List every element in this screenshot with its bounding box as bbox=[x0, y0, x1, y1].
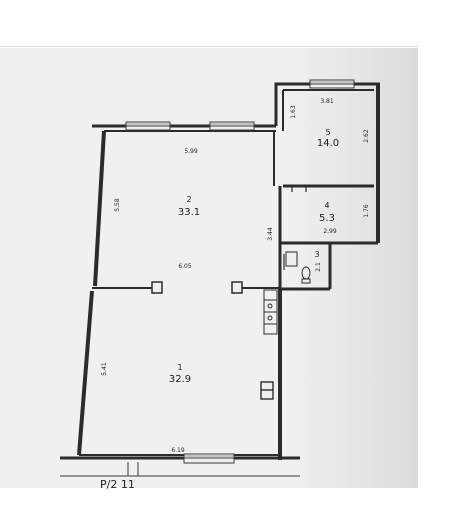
window-room5 bbox=[309, 79, 355, 89]
scan-top-edge bbox=[0, 46, 418, 47]
bottom-cut-row bbox=[60, 462, 300, 477]
dim-room5-left: 1.63 bbox=[290, 105, 297, 119]
bathroom-fixtures bbox=[285, 251, 311, 284]
window-room1 bbox=[183, 453, 235, 464]
radiator bbox=[260, 381, 274, 400]
partition-columns bbox=[151, 281, 243, 294]
room-2-area: 33.1 bbox=[178, 207, 200, 218]
column-left bbox=[151, 281, 163, 294]
room-5-number: 5 bbox=[325, 128, 330, 137]
dim-room5-right: 2.62 bbox=[363, 129, 370, 143]
dim-room2-left: 5.58 bbox=[114, 198, 121, 212]
doors bbox=[283, 186, 307, 270]
kitchen-counter bbox=[263, 289, 278, 335]
wall-room5-left bbox=[274, 82, 280, 126]
room-4-area: 5.3 bbox=[319, 213, 335, 224]
dim-room4-right: 1.76 bbox=[363, 204, 370, 218]
dim-room1-bottom: 6.19 bbox=[171, 447, 185, 454]
room-1-area: 32.9 bbox=[169, 374, 191, 385]
window-room2-left bbox=[125, 121, 171, 131]
dim-room4-bottom: 2.99 bbox=[323, 228, 337, 235]
dim-room2-top: 5.99 bbox=[184, 148, 198, 155]
dim-room1-left: 5.41 bbox=[101, 362, 108, 376]
bottom-cut-text: Р/2 11 bbox=[100, 478, 135, 491]
column-right bbox=[231, 281, 243, 294]
dim-room2-right: 3.44 bbox=[267, 227, 274, 241]
wall-room1-left bbox=[77, 290, 94, 456]
room-3-area: 2.1 bbox=[315, 262, 322, 272]
room-5-area: 14.0 bbox=[317, 138, 339, 149]
scan-shadow bbox=[290, 48, 418, 488]
washbasin bbox=[285, 251, 298, 267]
window-room2-right bbox=[209, 121, 255, 131]
toilet bbox=[301, 266, 311, 280]
room-1-number: 1 bbox=[177, 363, 182, 372]
dim-room2-bottom: 6.05 bbox=[178, 263, 192, 270]
wall-room2-left bbox=[93, 130, 106, 287]
room-2-number: 2 bbox=[186, 195, 191, 204]
room-3-number: 3 bbox=[314, 250, 319, 259]
room-4-number: 4 bbox=[324, 201, 329, 210]
door-room4 bbox=[291, 186, 307, 192]
dim-room5-top: 3.81 bbox=[320, 98, 334, 105]
windows bbox=[125, 79, 355, 464]
